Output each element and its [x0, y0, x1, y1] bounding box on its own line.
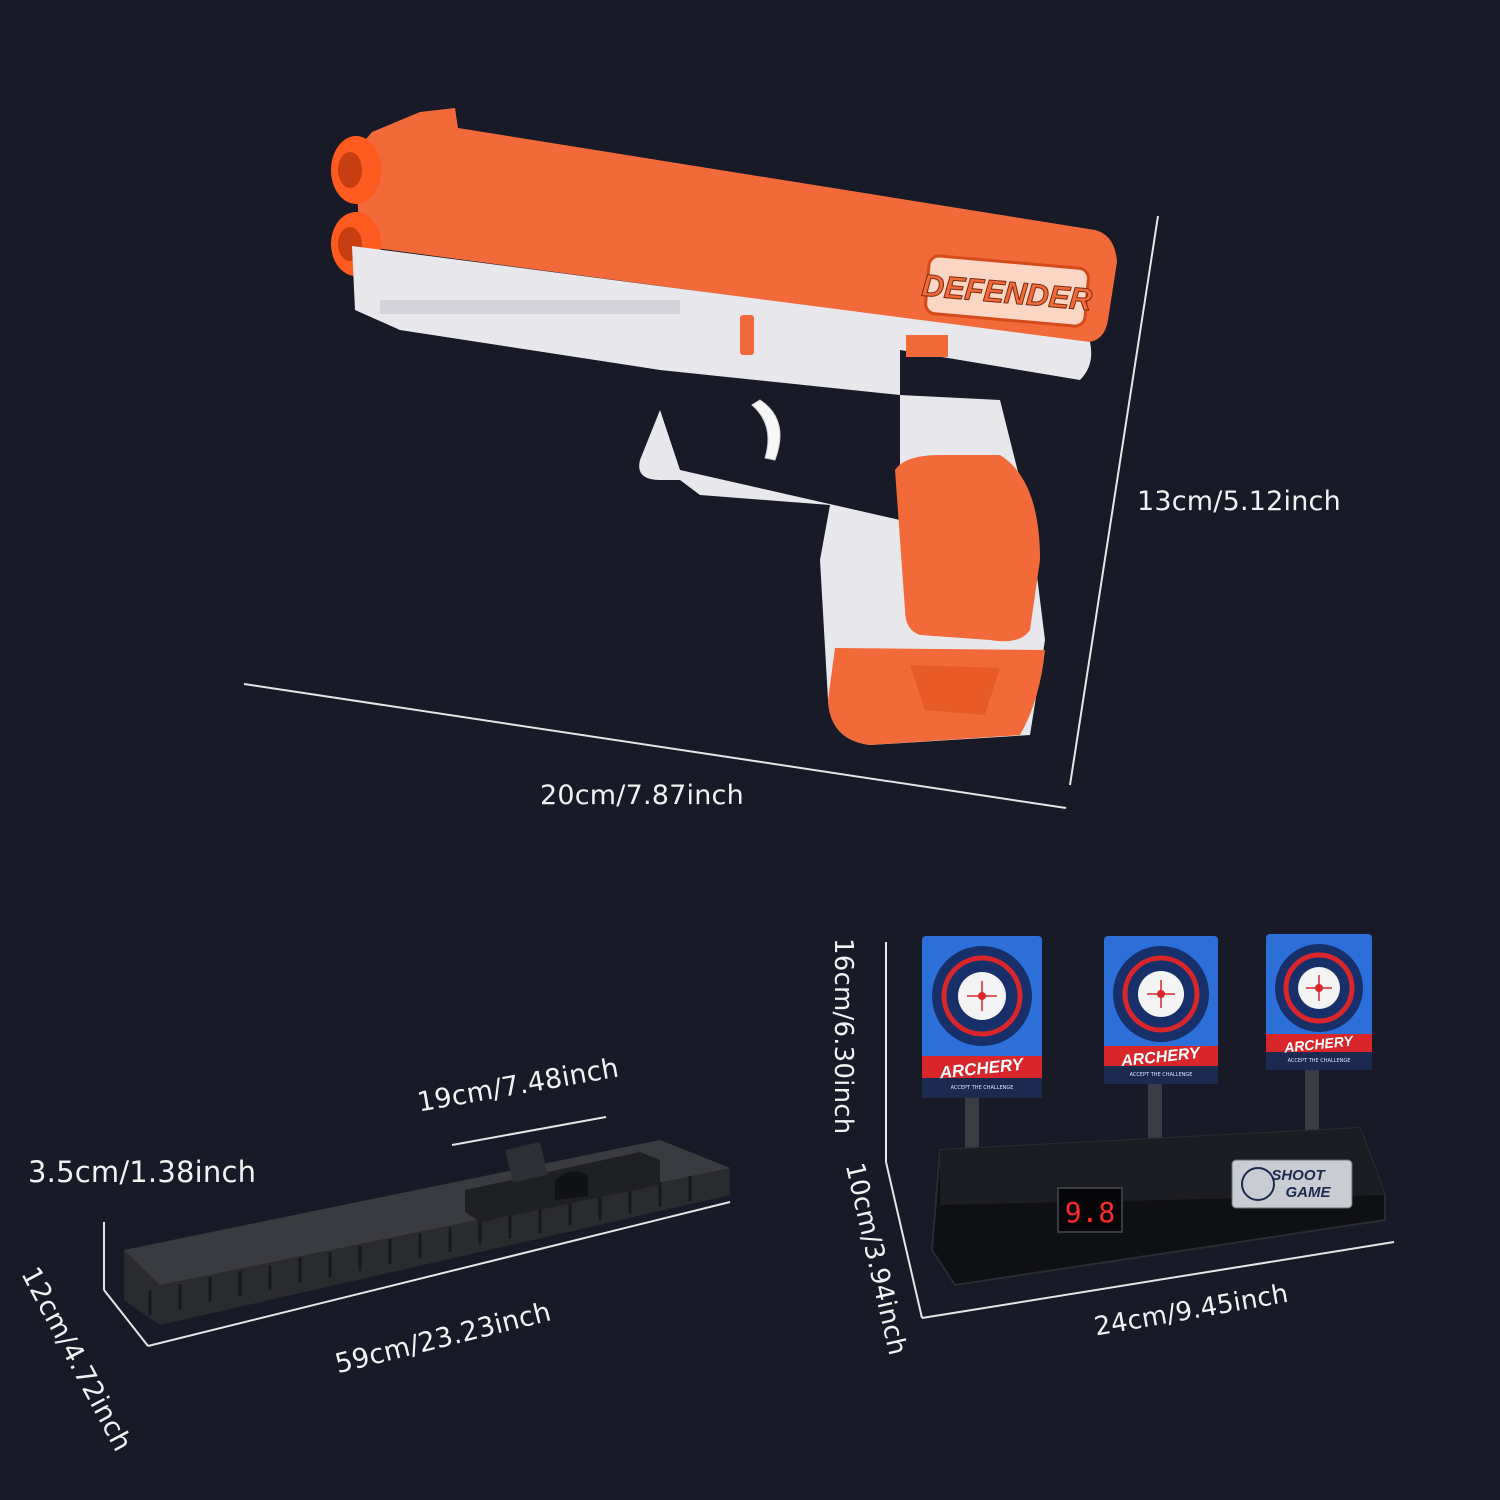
- target-logo-line1: SHOOT: [1271, 1167, 1326, 1184]
- magazine-depth-dimension-line: [103, 1289, 149, 1347]
- target-score-display: [1057, 1187, 1123, 1233]
- magazine-length-dimension-line: [451, 1116, 607, 1146]
- blaster-width-label: 20cm/7.87inch: [540, 780, 744, 811]
- target-score-value: 9.8: [1065, 1196, 1116, 1229]
- target-logo-line2: GAME: [1286, 1184, 1332, 1201]
- target-panel-2-sublabel: ACCEPT THE CHALLENGE: [1130, 1072, 1193, 1078]
- target-base-height-dimension-line: [885, 1161, 923, 1319]
- target-panel-3: [1266, 934, 1372, 1070]
- target-width-dimension-line: [921, 1241, 1395, 1319]
- target-panel-1-sublabel: ACCEPT THE CHALLENGE: [951, 1085, 1014, 1091]
- magazine-track-length-dimension-line: [147, 1201, 731, 1347]
- target-logo-plate: [1231, 1159, 1353, 1209]
- target-panel-2: [1104, 936, 1218, 1084]
- blaster-brand-plate: [924, 254, 1090, 328]
- blaster-height-label: 13cm/5.12inch: [1137, 486, 1341, 517]
- magazine-height-label: 3.5cm/1.38inch: [28, 1155, 257, 1189]
- blaster-grip: [895, 455, 1040, 642]
- blaster-width-dimension-line: [243, 683, 1067, 809]
- target-panel-1: [922, 936, 1042, 1098]
- target-panel-3-sublabel: ACCEPT THE CHALLENGE: [1288, 1058, 1351, 1064]
- blaster-height-dimension-line: [1069, 215, 1159, 786]
- target-panel-3-label: ARCHERY: [1282, 1032, 1355, 1055]
- blaster-trigger: [751, 399, 781, 461]
- target-height-label: 16cm/6.30inch: [828, 938, 858, 1135]
